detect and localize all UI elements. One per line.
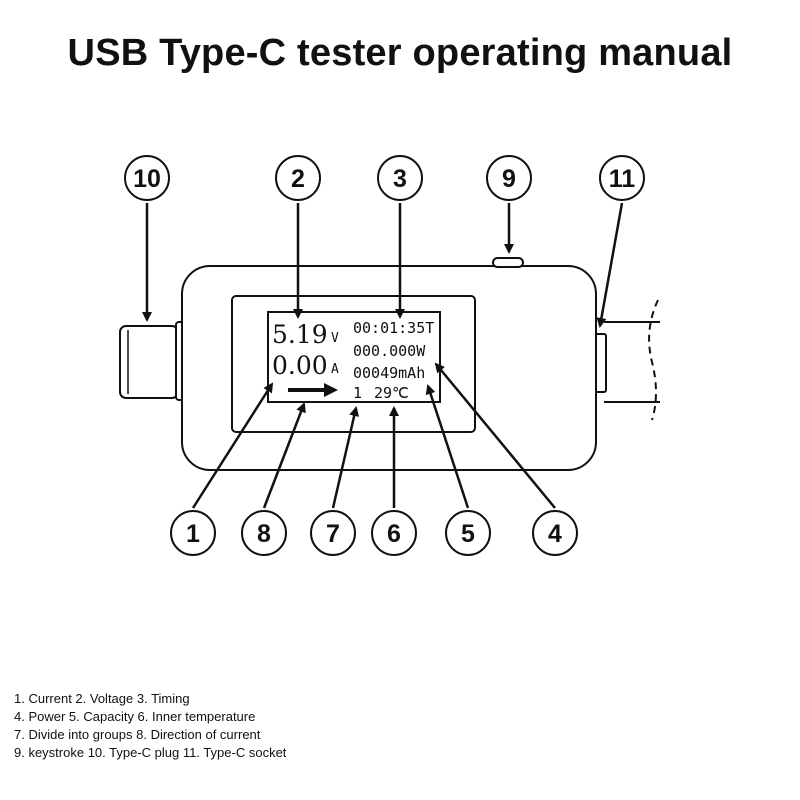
svg-text:6: 6 xyxy=(387,520,401,548)
callout-4: 4 xyxy=(532,510,578,556)
svg-text:7: 7 xyxy=(326,520,340,548)
current-value: 0.00 xyxy=(272,351,328,380)
type-c-plug xyxy=(119,321,187,401)
legend-line: 4. Power 5. Capacity 6. Inner temperatur… xyxy=(14,709,256,724)
legend: 1. Current 2. Voltage 3. Timing 4. Power… xyxy=(14,690,286,762)
svg-text:10: 10 xyxy=(133,165,161,193)
callout-2: 2 xyxy=(275,155,321,201)
legend-line: 9. keystroke 10. Type-C plug 11. Type-C … xyxy=(14,745,287,760)
svg-text:1: 1 xyxy=(186,520,200,548)
leader-lines xyxy=(142,202,624,509)
svg-text:4: 4 xyxy=(548,520,562,548)
callout-5: 5 xyxy=(445,510,491,556)
callout-3: 3 xyxy=(377,155,423,201)
svg-text:11: 11 xyxy=(609,165,636,193)
svg-text:3: 3 xyxy=(393,165,407,193)
callout-8: 8 xyxy=(241,510,287,556)
power-value: 000.000W xyxy=(353,342,426,360)
callout-11: 11 xyxy=(599,155,645,201)
current-direction-arrow-icon xyxy=(288,383,338,397)
legend-line: 1. Current 2. Voltage 3. Timing xyxy=(14,691,190,706)
capacity-value: 00049mAh xyxy=(353,364,425,382)
svg-text:9: 9 xyxy=(502,165,516,193)
svg-text:8: 8 xyxy=(257,520,271,548)
callout-9: 9 xyxy=(486,155,532,201)
svg-text:2: 2 xyxy=(291,165,305,193)
svg-text:5: 5 xyxy=(461,520,475,548)
timing-value: 00:01:35T xyxy=(353,319,434,337)
group-value: 1 xyxy=(353,384,362,402)
current-unit: A xyxy=(331,362,339,377)
callout-1: 1 xyxy=(170,510,216,556)
page-title: USB Type-C tester operating manual xyxy=(67,32,733,74)
legend-line: 7. Divide into groups 8. Direction of cu… xyxy=(14,727,261,742)
temperature-value: 29℃ xyxy=(374,384,409,402)
voltage-unit: V xyxy=(331,331,339,346)
callout-6: 6 xyxy=(371,510,417,556)
callout-10: 10 xyxy=(124,155,170,201)
lcd-screen xyxy=(267,311,441,403)
callout-7: 7 xyxy=(310,510,356,556)
usb-cable xyxy=(604,299,660,421)
keystroke-button xyxy=(492,257,524,268)
voltage-value: 5.19 xyxy=(272,320,328,349)
